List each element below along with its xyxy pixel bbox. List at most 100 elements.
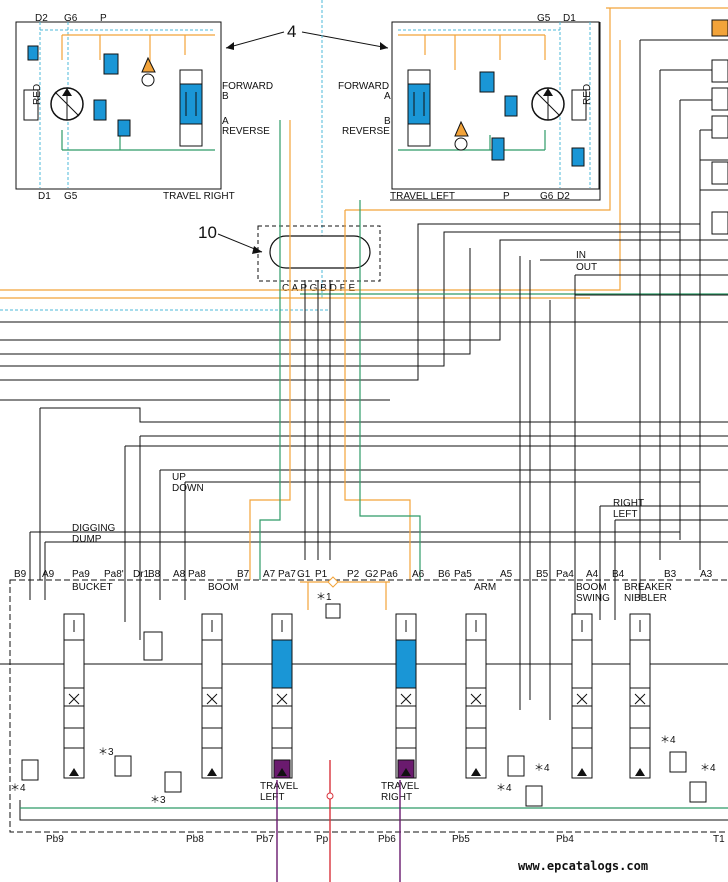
section-travel-left-1: TRAVEL	[260, 781, 299, 792]
top-port-1: A9	[42, 569, 55, 580]
spool-breaker-seg-3	[629, 705, 651, 729]
two-speed-valve-left-icon	[479, 71, 495, 93]
port-g6-right: G6	[64, 13, 78, 24]
right-box-5	[711, 211, 728, 235]
mark-3b: ＊3	[150, 795, 166, 806]
swivel-joint-group: C A P G B D F E 10	[198, 223, 381, 294]
top-port-0: B9	[14, 569, 27, 580]
red-label-left: RED	[582, 84, 593, 105]
relief-valve-boom-icon	[114, 755, 132, 777]
spool-travel-left-seg-4	[271, 727, 293, 749]
spool-bucket-seg-1	[63, 639, 85, 689]
callout-4: 4	[287, 22, 296, 41]
travel-right-brake-icon	[23, 89, 39, 121]
bottom-port-2: Pb7	[256, 834, 274, 845]
spool-bucket-seg-2	[63, 687, 85, 707]
counterbalance-valve-icon	[93, 99, 107, 121]
bottom-port-0: Pb9	[46, 834, 64, 845]
top-port-24: B3	[664, 569, 677, 580]
top-port-3: Pa8'	[104, 569, 124, 580]
bottom-port-5: Pb5	[452, 834, 470, 845]
spool-boom-swing	[571, 613, 593, 779]
spool-boom-swing-seg-4	[571, 727, 593, 749]
spool-arm-seg-4	[465, 727, 487, 749]
vertical-line-field	[29, 40, 701, 720]
forward-label-left: FORWARD	[338, 81, 389, 92]
travel-left-brake-icon	[571, 89, 587, 121]
pilot-pressure-point	[326, 792, 334, 800]
mark-4e: ＊4	[700, 763, 716, 774]
spool-boom-swing-seg-5	[571, 747, 593, 779]
top-port-23: B4	[612, 569, 625, 580]
mark-4d: ＊4	[660, 735, 676, 746]
top-port-2: Pa9	[72, 569, 90, 580]
spool-boom-seg-5	[201, 747, 223, 779]
relief-valve-breaker2-icon	[689, 781, 707, 803]
red-label-right: RED	[32, 84, 43, 105]
park-brake-cylinder-icon	[27, 45, 39, 61]
section-travel-right-2: RIGHT	[381, 792, 412, 803]
top-port-20: B5	[536, 569, 549, 580]
section-breaker-2: NIBBLER	[624, 593, 667, 604]
bottom-port-3: Pp	[316, 834, 329, 845]
spool-bucket-seg-4	[63, 727, 85, 749]
signal-up: UP	[172, 472, 186, 483]
forward-label-right: FORWARD	[222, 81, 273, 92]
swivel-joint-icon	[269, 235, 371, 269]
spool-arm-seg-3	[465, 705, 487, 729]
top-port-16: A6	[412, 569, 425, 580]
spool-arm-seg-2	[465, 687, 487, 707]
section-boom: BOOM	[208, 582, 239, 593]
spool-travel-right-seg-3	[395, 705, 417, 729]
spool-travel-right-seg-4	[395, 727, 417, 749]
top-port-19: A5	[500, 569, 513, 580]
top-port-17: B6	[438, 569, 451, 580]
port-g5-right: G5	[64, 191, 78, 202]
section-bucket: BUCKET	[72, 582, 113, 593]
port-p-right: P	[100, 13, 107, 24]
port-a-right: A	[222, 116, 229, 127]
travel-left-box	[391, 21, 600, 190]
signal-right: RIGHT	[613, 498, 644, 509]
watermark: www.epcatalogs.com	[518, 859, 648, 873]
port-d2-left: D2	[557, 191, 570, 202]
top-port-22: A4	[586, 569, 599, 580]
section-travel-left-2: LEFT	[260, 792, 284, 803]
section-arm: ARM	[474, 582, 496, 593]
signal-down: DOWN	[172, 483, 204, 494]
top-port-18: Pa5	[454, 569, 472, 580]
spool-travel-left-seg-2	[271, 687, 293, 707]
bottom-port-7: T1	[713, 834, 725, 845]
relief-valve-breaker-icon	[669, 751, 687, 773]
travel-left-title: TRAVEL LEFT	[390, 191, 455, 202]
park-brake-cylinder-left-icon	[571, 147, 585, 167]
pilot-valve-icon	[325, 603, 341, 619]
travel-right-motor-group: RED FORWARD B A REVERSE D2 G6 P D1 G5 TR…	[15, 13, 273, 202]
port-a-left: A	[384, 91, 391, 102]
mark-4c: ＊4	[534, 763, 550, 774]
top-port-15: Pa6	[380, 569, 398, 580]
spool-travel-right-seg-1	[395, 639, 417, 689]
spool-arm	[465, 613, 487, 779]
travel-right-box	[15, 21, 222, 190]
right-box-4	[711, 161, 728, 185]
signal-digging: DIGGING	[72, 523, 116, 534]
travel-left-motor-group: RED FORWARD A B REVERSE G5 D1 P G6 D2 TR…	[338, 13, 600, 202]
top-port-21: Pa4	[556, 569, 574, 580]
spool-row	[63, 613, 651, 779]
swivel-joint-box	[257, 225, 381, 282]
relief-valve-arm-icon	[507, 755, 525, 777]
right-box-1	[711, 59, 728, 83]
signal-in: IN	[576, 250, 586, 261]
spool-boom-swing-seg-2	[571, 687, 593, 707]
spool-travel-left	[271, 613, 293, 779]
mark-4b: ＊4	[496, 783, 512, 794]
top-port-14: G2	[365, 569, 379, 580]
section-breaker-1: BREAKER	[624, 582, 672, 593]
travel-right-title: TRAVEL RIGHT	[163, 191, 235, 202]
travel-right-spool-icon	[179, 83, 203, 125]
